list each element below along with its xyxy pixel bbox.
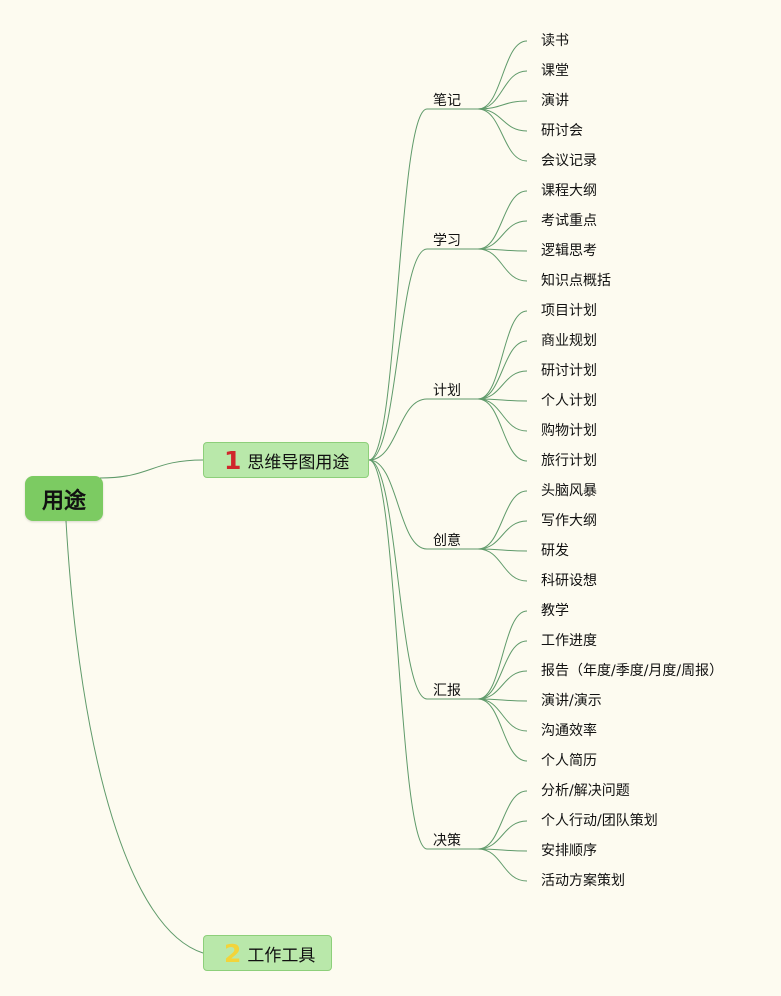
connector-subtopic-leaf-2-2	[477, 370, 528, 400]
leaf-4-5[interactable]: 个人简历	[541, 753, 597, 769]
connector-subtopic-leaf-5-1	[477, 820, 528, 850]
connector-subtopic-leaf-4-1	[477, 640, 528, 700]
connector-subtopic-leaf-2-5	[477, 398, 528, 462]
leaf-4-1[interactable]: 工作进度	[541, 633, 597, 649]
subtopic-5[interactable]: 决策	[433, 833, 461, 849]
leaf-2-1[interactable]: 商业规划	[541, 333, 597, 349]
leaf-4-3[interactable]: 演讲/演示	[541, 693, 602, 709]
connector-subtopic-leaf-0-2	[477, 100, 528, 110]
main-topic-mindmap-uses[interactable]: 1 思维导图用途	[203, 442, 369, 478]
root-label: 用途	[41, 488, 86, 514]
connector-subtopic-leaf-3-2	[477, 548, 528, 552]
connector-subtopic-leaf-0-1	[477, 70, 528, 110]
leaf-0-0[interactable]: 读书	[541, 33, 569, 49]
connector-subtopic-leaf-1-3	[477, 248, 528, 282]
leaf-3-1[interactable]: 写作大纲	[541, 513, 597, 529]
subtopic-1[interactable]: 学习	[433, 233, 461, 249]
leaf-3-0[interactable]: 头脑风暴	[541, 483, 597, 499]
connector-subtopic-leaf-4-3	[477, 698, 528, 702]
leaf-0-1[interactable]: 课堂	[541, 63, 569, 79]
leaf-1-0[interactable]: 课程大纲	[541, 183, 597, 199]
leaf-2-2[interactable]: 研讨计划	[541, 363, 597, 379]
connector-topic-subtopic-5	[368, 459, 428, 850]
connector-subtopic-leaf-4-2	[477, 670, 528, 700]
leaf-4-0[interactable]: 教学	[541, 603, 569, 619]
leaf-4-2[interactable]: 报告（年度/季度/月度/周报）	[541, 663, 724, 679]
main-topic-label: 思维导图用途	[247, 452, 350, 473]
leaf-2-5[interactable]: 旅行计划	[541, 453, 597, 469]
main-topic-work-tools[interactable]: 2 工作工具	[203, 935, 332, 971]
subtopic-3[interactable]: 创意	[433, 533, 461, 549]
leaf-2-3[interactable]: 个人计划	[541, 393, 597, 409]
connector-subtopic-leaf-1-1	[477, 220, 528, 250]
connector-root-topic2	[65, 520, 204, 954]
connector-subtopic-leaf-3-1	[477, 520, 528, 550]
leaf-2-0[interactable]: 项目计划	[541, 303, 597, 319]
connector-subtopic-leaf-5-2	[477, 848, 528, 852]
subtopic-4[interactable]: 汇报	[433, 683, 461, 699]
priority-2-icon: 2	[224, 938, 242, 968]
connector-subtopic-leaf-5-0	[477, 790, 528, 850]
connector-subtopic-leaf-4-5	[477, 698, 528, 762]
connector-subtopic-leaf-3-3	[477, 548, 528, 582]
leaf-0-4[interactable]: 会议记录	[541, 153, 597, 169]
connector-subtopic-leaf-2-1	[477, 340, 528, 400]
root-node[interactable]: 用途	[25, 476, 103, 521]
connector-topic-subtopic-0	[368, 108, 428, 461]
connector-subtopic-leaf-1-0	[477, 190, 528, 250]
subtopic-2[interactable]: 计划	[433, 383, 461, 399]
priority-1-icon: 1	[224, 445, 242, 475]
connector-subtopic-leaf-4-4	[477, 698, 528, 732]
connector-subtopic-leaf-0-3	[477, 108, 528, 132]
subtopic-0[interactable]: 笔记	[433, 93, 461, 109]
connector-subtopic-leaf-5-3	[477, 848, 528, 882]
connector-subtopic-leaf-0-4	[477, 108, 528, 162]
connector-subtopic-leaf-3-0	[477, 490, 528, 550]
leaf-3-2[interactable]: 研发	[541, 543, 569, 559]
leaf-5-1[interactable]: 个人行动/团队策划	[541, 813, 658, 829]
connector-topic-subtopic-1	[368, 248, 428, 461]
leaf-1-1[interactable]: 考试重点	[541, 213, 597, 229]
connector-subtopic-leaf-0-0	[477, 40, 528, 110]
leaf-1-2[interactable]: 逻辑思考	[541, 243, 597, 259]
connector-topic-subtopic-2	[368, 398, 428, 461]
leaf-5-3[interactable]: 活动方案策划	[541, 873, 625, 889]
leaf-5-0[interactable]: 分析/解决问题	[541, 783, 630, 799]
connector-topic-subtopic-4	[368, 459, 428, 700]
connector-subtopic-leaf-2-3	[477, 398, 528, 402]
leaf-5-2[interactable]: 安排顺序	[541, 843, 597, 859]
connector-subtopic-leaf-2-4	[477, 398, 528, 432]
connector-root-topic1	[99, 459, 204, 479]
leaf-1-3[interactable]: 知识点概括	[541, 273, 611, 289]
connector-topic-subtopic-3	[368, 459, 428, 550]
main-topic-label: 工作工具	[247, 945, 316, 966]
leaf-4-4[interactable]: 沟通效率	[541, 723, 597, 739]
connector-subtopic-leaf-2-0	[477, 310, 528, 400]
leaf-3-3[interactable]: 科研设想	[541, 573, 597, 589]
leaf-2-4[interactable]: 购物计划	[541, 423, 597, 439]
connector-subtopic-leaf-4-0	[477, 610, 528, 700]
leaf-0-3[interactable]: 研讨会	[541, 123, 583, 139]
connector-subtopic-leaf-1-2	[477, 248, 528, 252]
leaf-0-2[interactable]: 演讲	[541, 93, 569, 109]
